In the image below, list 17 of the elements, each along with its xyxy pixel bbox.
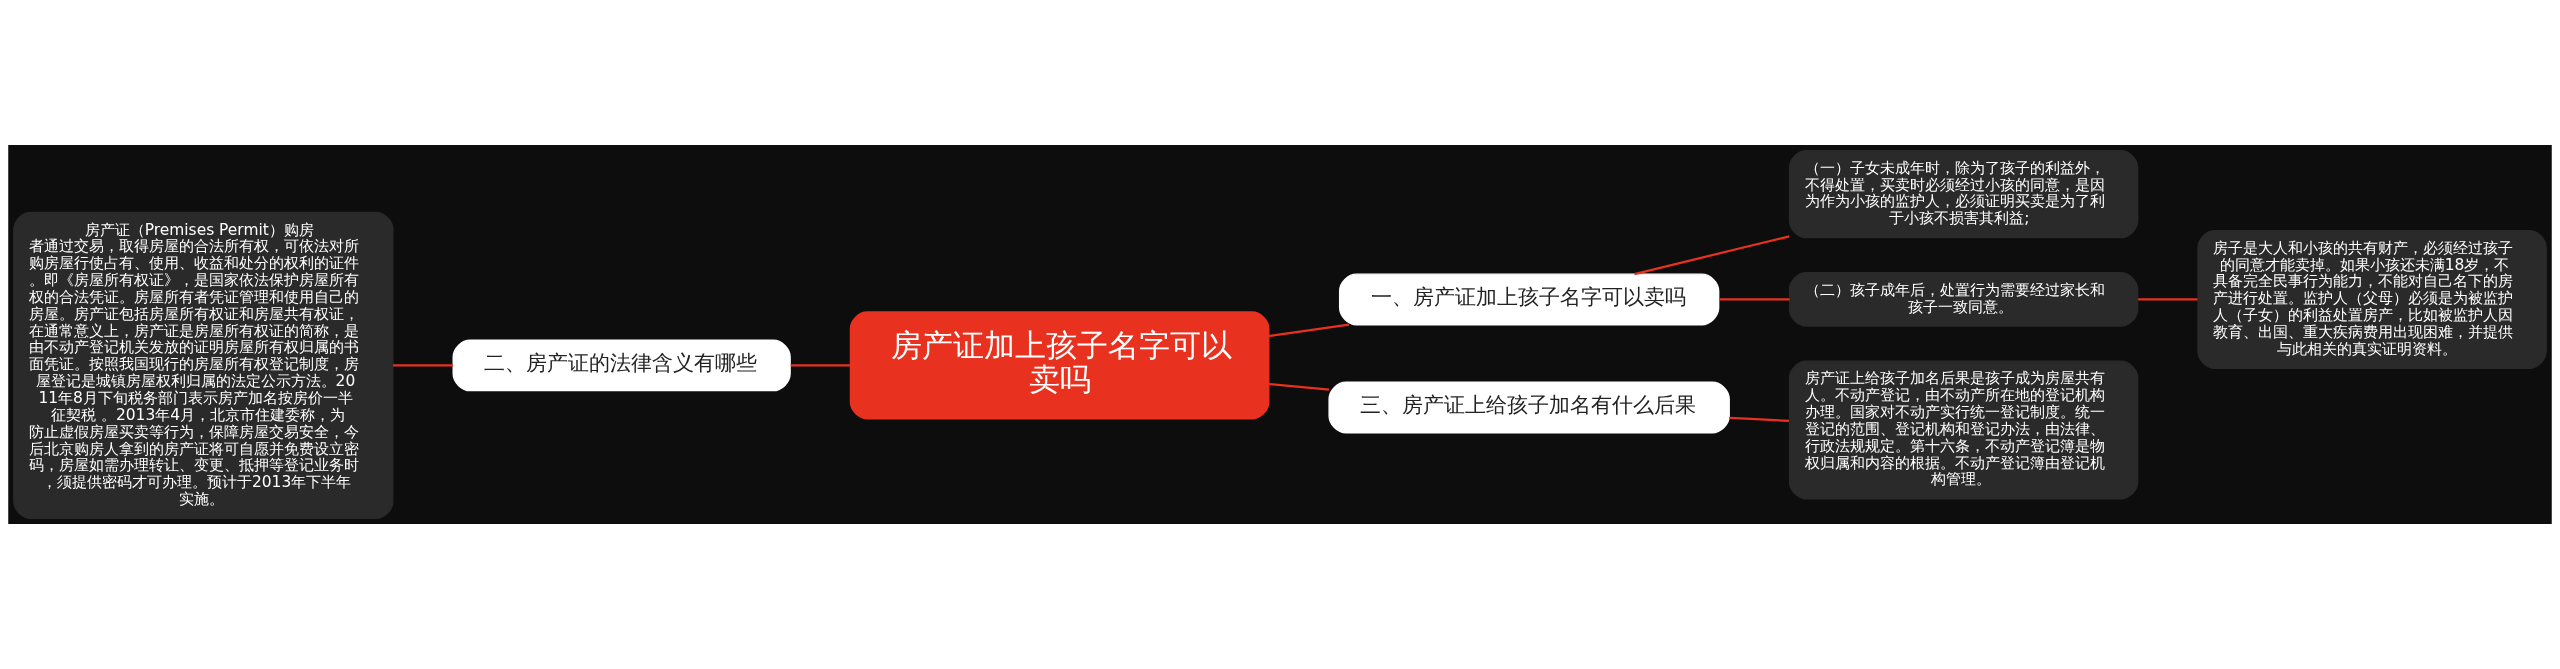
node-box: 房产证上给孩子加名后果是孩子成为房屋共有人。不动产登记，由不动产所在地的登记机构办理。国家对不动产实行统一登记制度。统一登记的范围、登记机构和登记办法，由法律、行政法规规定。第十六条，不动产登记簿是物权归属和内容的根据。不动产登记簿由登记机构管理。 [1788, 360, 2139, 500]
node-box: 房产证加上孩子名字可以卖吗 [849, 311, 1270, 420]
node-box: 一、房产证加上孩子名字可以卖吗 [1338, 273, 1720, 326]
connector [1269, 323, 1350, 338]
connector [393, 364, 453, 367]
connector [1719, 298, 1790, 301]
node-box: 房产证（Premises Permit）购房者通过交易，取得房屋的合法所有权，可依法对所购房屋行使占有、使用、收益和处分的权利的证件。即《房屋所有权证》，是国家依法保护房屋所有权的合法凭证。房屋所有者凭证管理和使用自己的房屋。房产证包括房屋所有权证和房屋共有权证，在通常意义上，房产证是房屋所有权证的简称，是由不动产登记机关发放的证明房屋所有权归属的书面凭证。按照我国现行的房屋所有权登记制度，房屋登记是城镇房屋权利归属的法定公示方法。2011年8月下旬税务部门表示房产加名按房价一半征契税 。2013年4月，北京市住建委称，为防止虚假房屋买卖等行为，保障房屋交易安全，今后北京购房人拿到的房产证将可自愿并免费设立密码，房屋如需办理转让、变更、抵押等登记业务时，须提供密码才可办理。预计于2013年下半年实施。 [13, 211, 394, 520]
node-box: 二、房产证的法律含义有哪些 [452, 339, 791, 392]
connector [1729, 416, 1790, 423]
connector [2138, 298, 2198, 301]
connector [790, 364, 851, 367]
node-box: 房子是大人和小孩的共有财产，必须经过孩子的同意才能卖掉。如果小孩还未满18岁，不具备完全民事行为能力，不能对自己名下的房产进行处置。监护人（父母）必须是为被监护人（子女）的利益处置房产，比如被监护人因教育、出国、重大疾病费用出现困难，并提供与此相关的真实证明资料。 [2197, 229, 2547, 369]
node-box: （一）子女未成年时，除为了孩子的利益外，不得处置，买卖时必须经过小孩的同意，是因为作为小孩的监护人，必须证明买卖是为了利于小孩不损害其利益; [1788, 149, 2139, 239]
node-box: 三、房产证上给孩子加名有什么后果 [1328, 381, 1730, 434]
node-box: （二）孩子成年后，处置行为需要经过家长和孩子一致同意。 [1788, 272, 2139, 327]
connector [1269, 383, 1330, 391]
connector [1634, 235, 1790, 276]
